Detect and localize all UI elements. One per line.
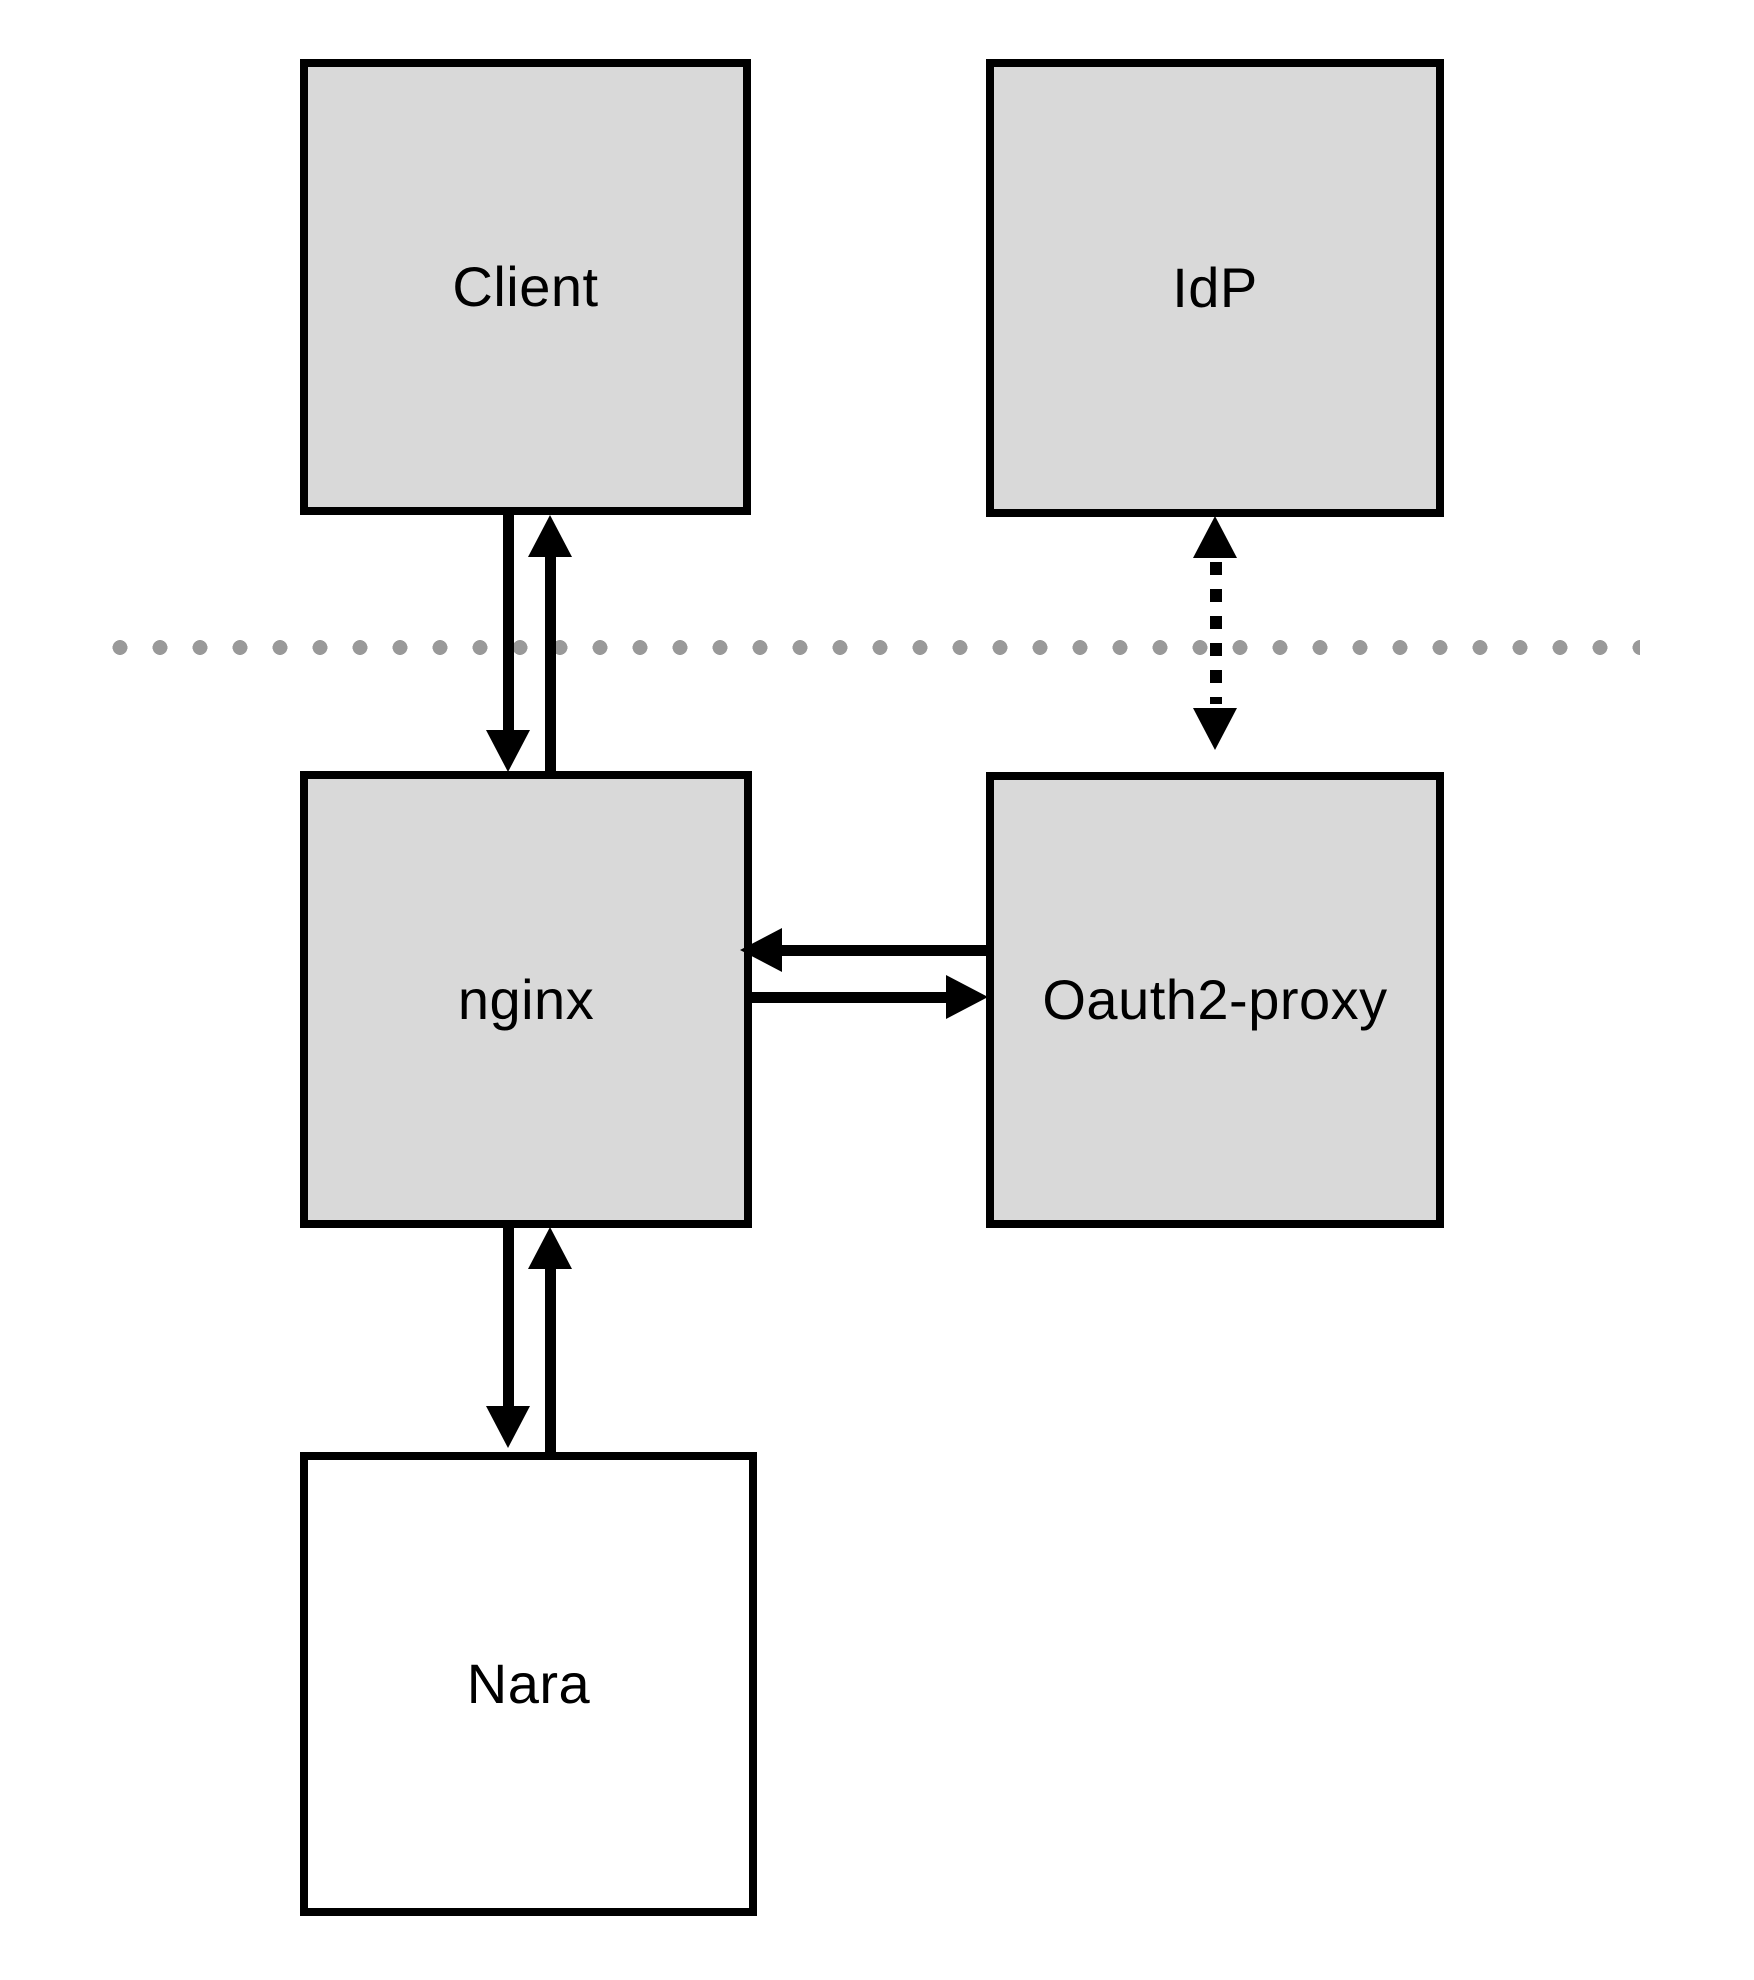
arrow-oauth2-proxy-to-nginx-shaft: [780, 945, 988, 956]
node-client-label: Client: [452, 255, 599, 318]
arrow-nara-to-nginx-shaft: [545, 1267, 556, 1455]
arrow-nara-to-nginx-head-icon: [528, 1227, 572, 1269]
node-oauth2-proxy-label: Oauth2-proxy: [1042, 968, 1388, 1031]
arrow-idp-oauth2-proxy-down-head-icon: [1193, 708, 1237, 750]
arrow-oauth2-proxy-to-nginx-head-icon: [740, 928, 782, 972]
arrow-nginx-to-client-head-icon: [528, 515, 572, 557]
arrow-client-to-nginx-shaft: [503, 513, 514, 733]
node-idp-label: IdP: [1172, 256, 1258, 319]
arrow-nginx-to-oauth2-proxy-head-icon: [946, 975, 988, 1019]
node-nginx-label: nginx: [457, 967, 595, 1031]
arrow-idp-oauth2-proxy-up-head-icon: [1193, 516, 1237, 558]
node-nara: Nara: [300, 1452, 757, 1916]
dotted-separator-line: [100, 640, 1640, 655]
arrow-nginx-to-nara-head-icon: [486, 1406, 530, 1448]
arrow-nginx-to-oauth2-proxy-shaft: [746, 992, 948, 1003]
node-idp: IdP: [986, 59, 1444, 517]
arrow-client-to-nginx-head-icon: [486, 730, 530, 772]
arrow-nginx-to-nara-shaft: [503, 1225, 514, 1407]
node-nara-label: Nara: [466, 1652, 591, 1715]
arrow-idp-oauth2-proxy-dashed-shaft: [1210, 562, 1222, 704]
node-client: Client: [300, 59, 751, 515]
node-oauth2-proxy: Oauth2-proxy: [986, 772, 1444, 1228]
node-nginx: nginx: [300, 771, 752, 1228]
arrow-nginx-to-client-shaft: [545, 555, 556, 773]
